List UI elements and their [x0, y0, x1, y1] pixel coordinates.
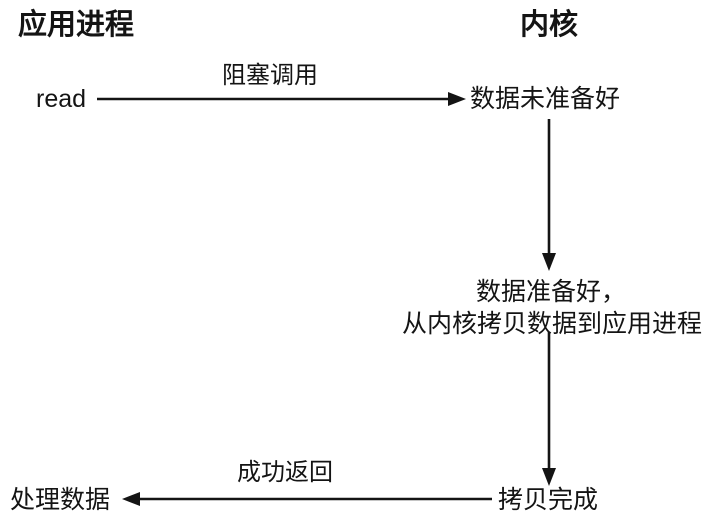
- success-return-arrow: [122, 492, 492, 506]
- kernel-wait-arrow: [542, 119, 556, 271]
- node-read-call: read: [36, 85, 87, 113]
- node-data-not-ready: 数据未准备好: [470, 85, 621, 113]
- node-data-ready-copy-line1: 数据准备好，: [475, 278, 626, 306]
- lane-title-kernel: 内核: [520, 9, 579, 41]
- edge-label-success-return: 成功返回: [237, 459, 333, 486]
- edge-label-blocking-call: 阻塞调用: [222, 62, 318, 89]
- node-data-ready-copy-line2: 从内核拷贝数据到应用进程: [402, 310, 703, 338]
- kernel-copy-arrow: [542, 332, 556, 486]
- lane-title-application-process: 应用进程: [18, 9, 135, 41]
- node-process-data: 处理数据: [10, 486, 111, 514]
- node-copy-complete: 拷贝完成: [498, 486, 599, 514]
- blocking-call-arrow: [97, 92, 466, 106]
